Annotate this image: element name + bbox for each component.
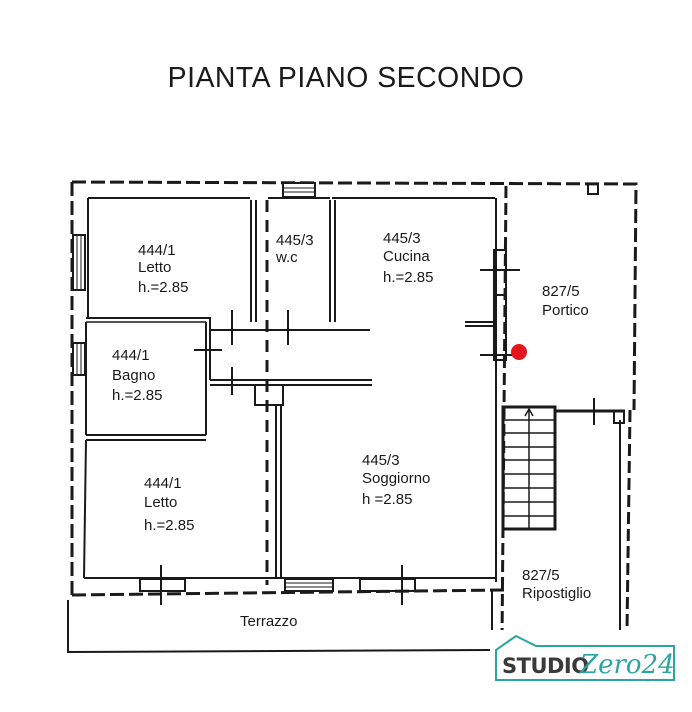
svg-text:h.=2.85: h.=2.85 — [138, 279, 188, 296]
studio-logo: STUDIO Zero24 — [490, 630, 680, 686]
svg-text:444/1: 444/1 — [144, 475, 182, 492]
svg-text:w.c: w.c — [275, 249, 298, 266]
svg-text:445/3: 445/3 — [362, 452, 400, 469]
svg-text:445/3: 445/3 — [383, 230, 421, 247]
svg-text:STUDIO: STUDIO — [502, 654, 589, 678]
room-cucina: 445/3 Cucina h.=2.85 — [383, 230, 433, 286]
room-letto-2: 444/1 Letto h.=2.85 — [144, 475, 194, 534]
svg-text:Soggiorno: Soggiorno — [362, 470, 430, 487]
room-terrazzo: Terrazzo — [240, 613, 298, 630]
svg-text:h.=2.85: h.=2.85 — [144, 517, 194, 534]
svg-text:827/5: 827/5 — [522, 567, 560, 584]
plan-title: PIANTA PIANO SECONDO — [167, 62, 525, 94]
svg-text:Ripostiglio: Ripostiglio — [522, 585, 591, 602]
svg-text:Terrazzo: Terrazzo — [240, 613, 298, 630]
room-letto-1: 444/1 Letto h.=2.85 — [138, 242, 188, 296]
svg-text:h =2.85: h =2.85 — [362, 491, 412, 508]
svg-text:Cucina: Cucina — [383, 248, 430, 265]
svg-text:h.=2.85: h.=2.85 — [112, 387, 162, 404]
svg-text:Bagno: Bagno — [112, 367, 155, 384]
svg-text:Letto: Letto — [138, 259, 171, 276]
room-bagno: 444/1 Bagno h.=2.85 — [112, 347, 162, 404]
svg-text:h.=2.85: h.=2.85 — [383, 269, 433, 286]
svg-text:Letto: Letto — [144, 494, 177, 511]
svg-text:444/1: 444/1 — [112, 347, 150, 364]
house-outline-icon — [495, 634, 675, 681]
room-ripostiglio: 827/5 Ripostiglio — [522, 567, 591, 602]
svg-text:Zero24: Zero24 — [579, 650, 675, 680]
location-marker — [511, 344, 527, 360]
svg-text:445/3: 445/3 — [276, 232, 314, 249]
room-wc: 445/3 w.c — [275, 232, 314, 266]
svg-text:444/1: 444/1 — [138, 242, 176, 259]
svg-text:827/5: 827/5 — [542, 283, 580, 300]
room-soggiorno: 445/3 Soggiorno h =2.85 — [362, 452, 430, 508]
svg-text:Portico: Portico — [542, 302, 589, 319]
room-portico: 827/5 Portico — [542, 283, 589, 319]
